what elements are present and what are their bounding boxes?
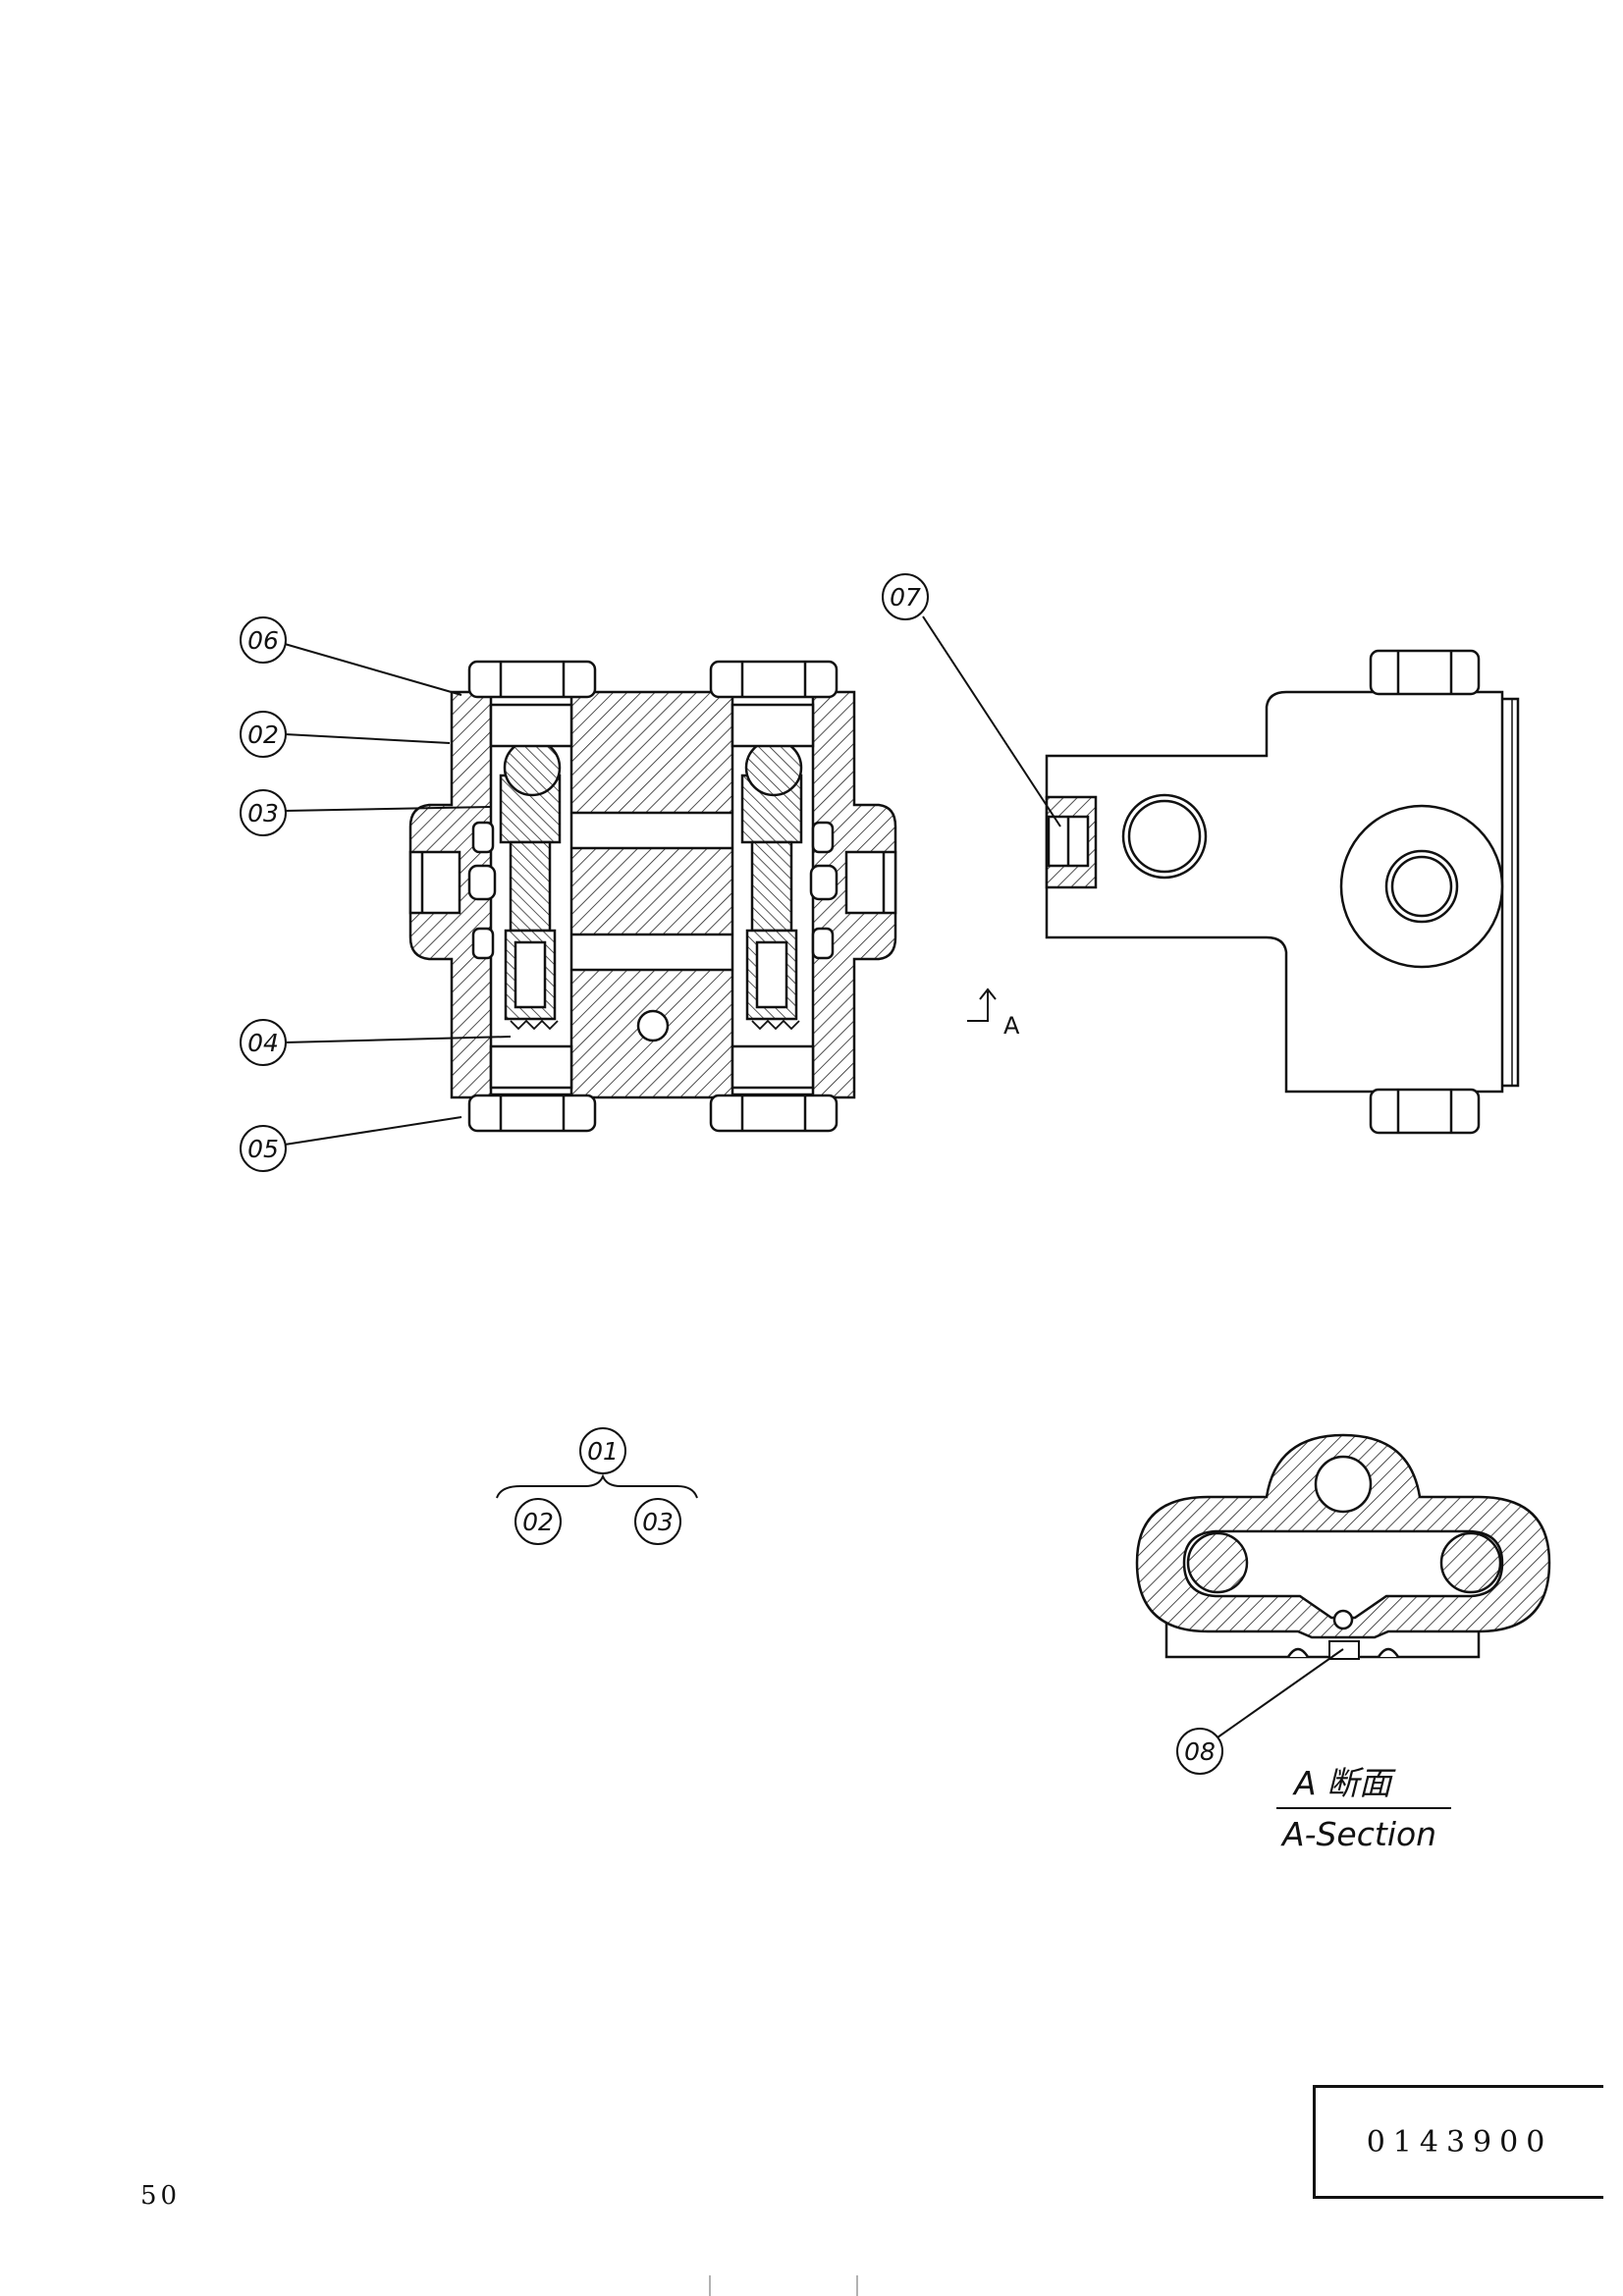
right-spring bbox=[751, 1019, 800, 1031]
left-spring bbox=[510, 1019, 559, 1031]
right-bottom-hex-nut bbox=[709, 1094, 839, 1133]
balloon-01: 01 bbox=[579, 1427, 626, 1474]
left-bottom-hex-nut bbox=[467, 1094, 597, 1133]
svg-text:07: 07 bbox=[890, 583, 921, 612]
right-top-hex-nut bbox=[709, 660, 839, 699]
balloon-04: 04 bbox=[240, 1019, 287, 1066]
balloon-03: 03 bbox=[240, 789, 287, 836]
a-section-left-hole bbox=[1186, 1531, 1249, 1594]
a-section-title-en: A-Section bbox=[1280, 1815, 1436, 1853]
assembly-group: 01 02 03 bbox=[496, 1427, 698, 1545]
balloon-assembly-02: 02 bbox=[514, 1498, 562, 1545]
left-port-plug bbox=[408, 850, 461, 915]
part-number-box: 0143900 bbox=[1313, 2085, 1603, 2199]
svg-text:01: 01 bbox=[587, 1437, 619, 1466]
svg-text:06: 06 bbox=[247, 626, 279, 655]
a-section-view bbox=[1135, 1433, 1551, 1660]
right-bottom-cap bbox=[730, 1044, 815, 1090]
svg-text:03: 03 bbox=[247, 799, 279, 828]
leader-lines bbox=[284, 615, 1344, 1738]
balloon-assembly-03: 03 bbox=[634, 1498, 681, 1545]
right-check-ball bbox=[744, 738, 803, 797]
balloon-07: 07 bbox=[882, 573, 929, 620]
a-section-title-jp: A 断面 bbox=[1292, 1764, 1396, 1802]
svg-text:08: 08 bbox=[1184, 1737, 1216, 1766]
scan-marks bbox=[709, 2275, 858, 2296]
assembly-brace bbox=[496, 1473, 698, 1499]
svg-text:05: 05 bbox=[247, 1135, 279, 1163]
side-top-hex-nut bbox=[1369, 649, 1481, 696]
boss-inner bbox=[1384, 849, 1459, 924]
page-number: 50 bbox=[140, 2181, 182, 2211]
svg-text:02: 02 bbox=[247, 721, 279, 749]
svg-text:03: 03 bbox=[642, 1508, 674, 1536]
right-top-cap bbox=[730, 703, 815, 748]
section-cut-mark bbox=[967, 988, 997, 1022]
valve-side-view bbox=[1045, 649, 1520, 1135]
balloon-05: 05 bbox=[240, 1125, 287, 1172]
left-check-ball bbox=[503, 738, 562, 797]
upper-passage bbox=[566, 811, 740, 850]
left-top-cap bbox=[489, 703, 573, 748]
center-port bbox=[636, 1009, 670, 1042]
balloon-08: 08 bbox=[1176, 1728, 1223, 1775]
valve-sectional-view bbox=[408, 660, 897, 1133]
balloon-06: 06 bbox=[240, 616, 287, 664]
a-section-right-hole bbox=[1439, 1531, 1502, 1594]
side-port-outer bbox=[1121, 793, 1208, 880]
left-bottom-cap bbox=[489, 1044, 573, 1090]
section-cut-label: A bbox=[1003, 1012, 1020, 1040]
left-top-hex-nut bbox=[467, 660, 597, 699]
a-section-inner-channel bbox=[1182, 1529, 1504, 1620]
side-bottom-hex-nut bbox=[1369, 1088, 1481, 1135]
side-body-outline bbox=[1045, 690, 1504, 1094]
svg-text:02: 02 bbox=[522, 1508, 554, 1536]
lower-passage bbox=[566, 933, 740, 972]
svg-text:04: 04 bbox=[247, 1029, 279, 1057]
right-port-plug bbox=[844, 850, 897, 915]
balloon-02: 02 bbox=[240, 711, 287, 758]
a-section-top-hole bbox=[1314, 1455, 1373, 1514]
a-section-check-ball bbox=[1332, 1609, 1354, 1630]
